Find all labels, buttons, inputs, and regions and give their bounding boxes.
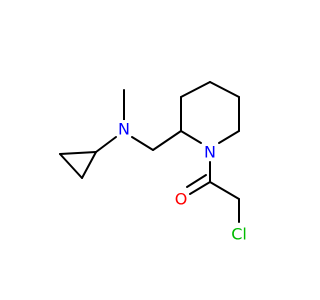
atom-label-n-amine: N bbox=[115, 120, 133, 139]
piperidine-ring bbox=[180, 81, 240, 144]
bond-n-ring-c2 bbox=[180, 130, 202, 144]
bond-ch2-c2 bbox=[152, 130, 182, 151]
oxygen-symbol: O bbox=[175, 190, 188, 209]
bond-c4-c5 bbox=[209, 81, 240, 98]
n-ring-symbol: N bbox=[204, 143, 216, 162]
bond-cyclopropyl-3 bbox=[59, 151, 97, 155]
bond-c3-c4 bbox=[180, 81, 211, 98]
carbonyl-double-bond bbox=[186, 174, 211, 195]
bond-cyclopropyl-1 bbox=[59, 153, 83, 179]
molecule-structure-diagram: N N O Cl bbox=[59, 81, 251, 244]
cyclopropyl-ring bbox=[59, 151, 97, 179]
bond-n-amine-ch2 bbox=[131, 136, 154, 151]
bond-carbonyl-ch2 bbox=[209, 181, 240, 200]
n-amine-symbol: N bbox=[118, 120, 130, 139]
bond-c6-n-ring bbox=[218, 130, 240, 144]
chlorine-symbol: Cl bbox=[231, 225, 247, 244]
bond-cyclopropyl-n-amine bbox=[95, 136, 117, 153]
bond-cyclopropyl-2 bbox=[81, 151, 97, 179]
bond-carbonyl-o-2 bbox=[186, 174, 207, 188]
atom-label-n-ring: N bbox=[201, 143, 219, 162]
atom-label-oxygen: O bbox=[172, 190, 190, 209]
atom-label-chlorine: Cl bbox=[227, 224, 251, 244]
bond-carbonyl-o-1 bbox=[189, 181, 211, 195]
